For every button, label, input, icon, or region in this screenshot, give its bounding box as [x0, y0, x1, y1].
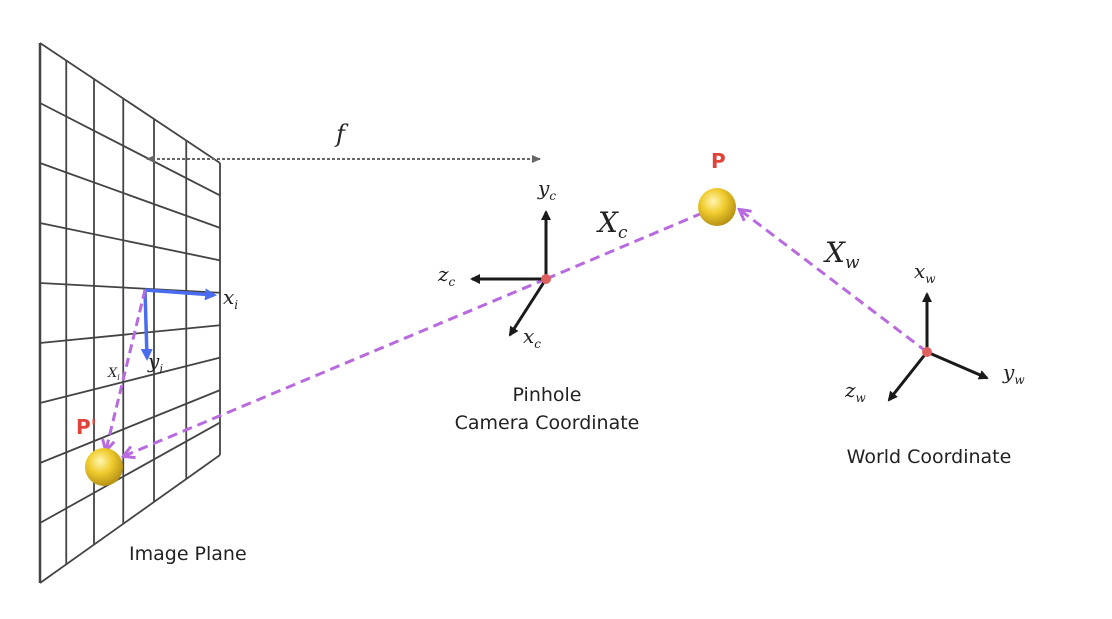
image-plane-caption: Image Plane: [129, 543, 247, 565]
image-x-label: xi: [223, 285, 238, 312]
grid-line: [39, 42, 221, 164]
image-point-label: Xi: [107, 366, 120, 382]
image-y-axis: [140, 289, 153, 361]
camera-to-point-vector: [545, 212, 701, 281]
image-y-label: yi: [147, 349, 163, 376]
grid-line: [39, 454, 221, 584]
camera-x-label: xc: [523, 324, 541, 351]
camera-origin: [541, 274, 551, 284]
grid-line: [39, 102, 221, 197]
world-vector-label: Xw: [823, 236, 860, 273]
camera-y-label: yc: [537, 176, 556, 203]
point-p-prime-label: P': [76, 415, 97, 439]
world-origin: [922, 347, 932, 357]
focal-length-label: f: [334, 120, 349, 148]
pinhole-caption-line1: Pinhole: [513, 384, 582, 406]
pinhole-caption-line2: Camera Coordinate: [455, 412, 640, 434]
world-caption: World Coordinate: [847, 446, 1012, 468]
image-x-axis: [144, 288, 217, 301]
camera-vector-label: Xc: [596, 206, 628, 243]
world-to-point-vector: [740, 210, 928, 354]
grid-line: [39, 282, 221, 294]
grid-line: [39, 421, 221, 524]
world-z-axis: [887, 351, 929, 402]
world-y-axis: [926, 350, 989, 380]
grid-line: [39, 389, 221, 464]
camera-x-axis: [508, 278, 548, 337]
grid-line: [39, 222, 221, 262]
camera-z-label: zc: [437, 262, 456, 289]
world-z-label: zw: [844, 378, 867, 405]
world-y-label: yw: [1002, 360, 1025, 387]
grid-line: [39, 162, 221, 229]
point-p-prime-sphere: [85, 448, 123, 486]
image-plane-grid: [38, 42, 221, 584]
projection-ray: [124, 277, 547, 456]
point-p-label: P: [711, 149, 726, 173]
point-p-sphere: [698, 188, 736, 226]
world-x-label: xw: [914, 259, 936, 286]
grid-line: [39, 356, 221, 404]
grid-line: [39, 324, 221, 344]
